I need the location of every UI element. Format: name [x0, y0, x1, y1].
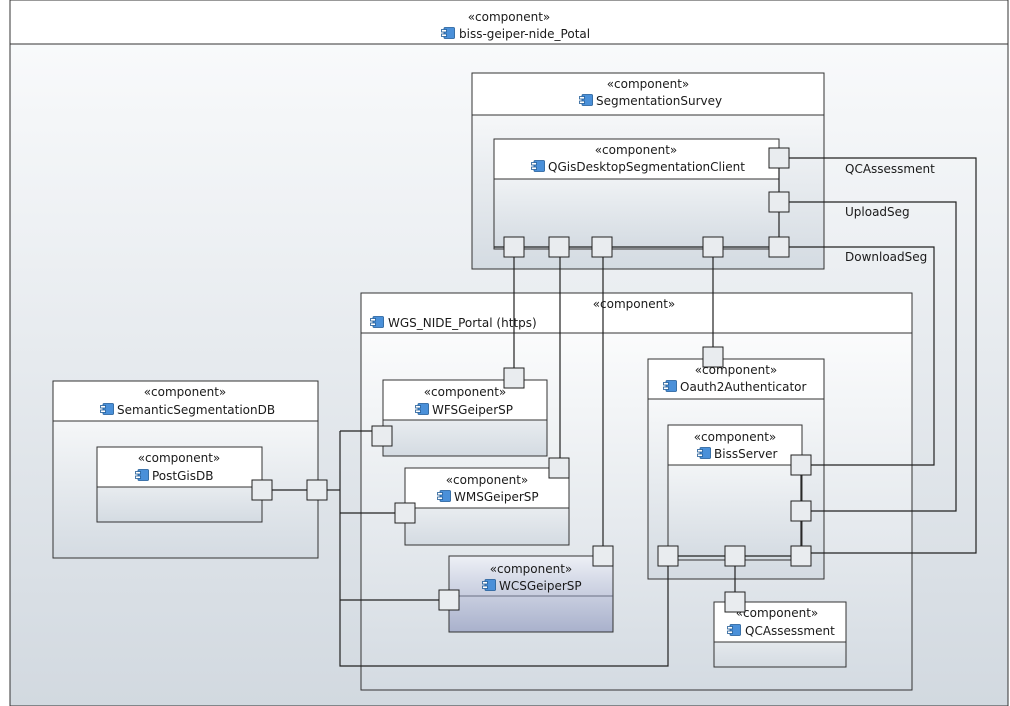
- port[interactable]: [503, 236, 525, 258]
- port[interactable]: [724, 545, 746, 567]
- wgs-portal-stereotype: «component»: [593, 297, 676, 311]
- port[interactable]: [702, 346, 724, 368]
- port[interactable]: [790, 454, 812, 476]
- root-name: biss-geiper-nide_Potal: [459, 27, 590, 41]
- wms-stereotype: «component»: [446, 473, 529, 487]
- port[interactable]: [592, 545, 614, 567]
- port[interactable]: [548, 236, 570, 258]
- segmentation-survey-name: SegmentationSurvey: [596, 94, 722, 108]
- postgis-name: PostGisDB: [152, 469, 213, 483]
- port[interactable]: [251, 479, 273, 501]
- port[interactable]: [306, 479, 328, 501]
- port[interactable]: [702, 236, 724, 258]
- ports: [251, 147, 812, 613]
- qgis-client-name: QGisDesktopSegmentationClient: [548, 160, 745, 174]
- port[interactable]: [768, 147, 790, 169]
- wms-name: WMSGeiperSP: [454, 490, 539, 504]
- port[interactable]: [371, 425, 393, 447]
- root-stereotype: «component»: [468, 10, 551, 24]
- biss-server-name: BissServer: [714, 447, 777, 461]
- port[interactable]: [790, 500, 812, 522]
- port[interactable]: [768, 236, 790, 258]
- port[interactable]: [768, 191, 790, 213]
- biss-server-stereotype: «component»: [694, 430, 777, 444]
- connector-label-download: DownloadSeg: [845, 250, 927, 264]
- segmentation-survey-stereotype: «component»: [607, 77, 690, 91]
- connector[interactable]: [789, 246, 935, 466]
- oauth-name: Oauth2Authenticator: [680, 380, 807, 394]
- qgis-client-stereotype: «component»: [595, 143, 678, 157]
- connector[interactable]: [339, 431, 669, 667]
- port[interactable]: [503, 367, 525, 389]
- component-wms[interactable]: «component» WMSGeiperSP: [404, 467, 570, 546]
- component-biss-server[interactable]: «component» BissServer: [667, 424, 803, 561]
- wcs-name: WCSGeiperSP: [499, 579, 582, 593]
- port[interactable]: [724, 591, 746, 613]
- component-wcs[interactable]: «component» WCSGeiperSP: [448, 555, 614, 633]
- port[interactable]: [591, 236, 613, 258]
- component-wfs[interactable]: «component» WFSGeiperSP: [382, 379, 548, 457]
- port[interactable]: [790, 545, 812, 567]
- postgis-stereotype: «component»: [138, 451, 221, 465]
- port[interactable]: [394, 502, 416, 524]
- wfs-name: WFSGeiperSP: [432, 403, 513, 417]
- component-postgis[interactable]: «component» PostGisDB: [96, 446, 263, 523]
- connector-label-qc: QCAssessment: [845, 162, 935, 176]
- connector[interactable]: [789, 201, 957, 512]
- qc-assessment-name: QCAssessment: [745, 624, 835, 638]
- connector[interactable]: [789, 157, 977, 554]
- component-qgis-client[interactable]: «component» QGisDesktopSegmentationClien…: [493, 138, 780, 250]
- wcs-stereotype: «component»: [490, 562, 573, 576]
- semantic-db-stereotype: «component»: [144, 385, 227, 399]
- connector-label-upload: UploadSeg: [845, 205, 910, 219]
- wgs-portal-name: WGS_NIDE_Portal (https): [388, 316, 537, 330]
- wfs-stereotype: «component»: [424, 385, 507, 399]
- semantic-db-name: SemanticSegmentationDB: [117, 403, 275, 417]
- port[interactable]: [438, 589, 460, 611]
- port[interactable]: [548, 457, 570, 479]
- qc-assessment-stereotype: «component»: [736, 606, 819, 620]
- port[interactable]: [657, 545, 679, 567]
